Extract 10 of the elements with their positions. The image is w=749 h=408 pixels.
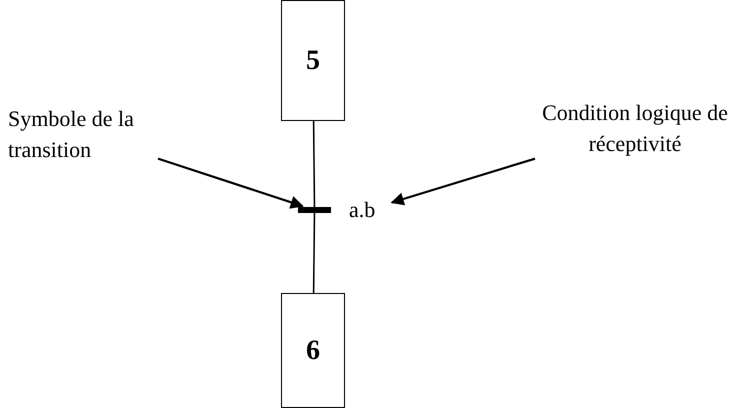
step-box: 5 (281, 0, 345, 121)
arrow (390, 158, 536, 206)
transition-bar (298, 207, 331, 213)
annotation-text: a.b (349, 194, 389, 225)
connector-line (312, 121, 316, 207)
step-box: 6 (281, 293, 345, 408)
annotation-text: Symbole de la transition (8, 103, 158, 165)
arrow (158, 158, 304, 209)
annotation-text: Condition logique de réceptivité (535, 97, 735, 159)
connector-line (312, 212, 316, 293)
